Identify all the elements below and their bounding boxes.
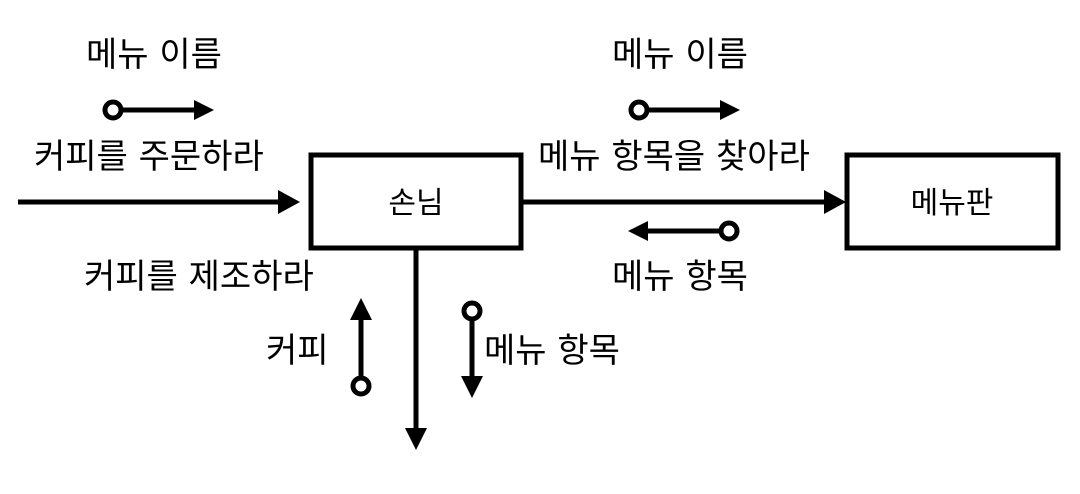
find-menu-item-label: 메뉴 항목을 찾아라 xyxy=(538,137,810,177)
order-param-data-icon xyxy=(102,99,124,121)
make-param-arrow-head xyxy=(461,376,483,398)
find-return-label: 메뉴 항목 xyxy=(612,257,748,297)
make-coffee-return-arrow-head xyxy=(350,298,372,320)
make-param-label: 메뉴 항목 xyxy=(484,331,620,371)
order-coffee-arrow-head xyxy=(278,190,300,214)
order-menu-name-param: 메뉴 이름 xyxy=(86,35,222,75)
order-coffee-label: 커피를 주문하라 xyxy=(34,137,264,177)
customer-object-label: 손님 xyxy=(388,186,443,221)
make-coffee-arrow-head xyxy=(405,428,427,450)
menu-object-label: 메뉴판 xyxy=(911,186,994,221)
find-return-arrow-head xyxy=(628,221,648,241)
find-menu-name-param: 메뉴 이름 xyxy=(612,35,748,75)
menu-object-box xyxy=(844,152,1061,251)
make-coffee-return-label: 커피 xyxy=(266,331,329,371)
make-coffee-label: 커피를 제조하라 xyxy=(84,257,314,297)
find-menu-item-arrow-head xyxy=(824,190,846,214)
order-param-arrow-head xyxy=(194,100,214,120)
find-return-data-icon xyxy=(718,220,740,242)
make-coffee-return-data-icon xyxy=(350,375,372,397)
find-param-arrow-head xyxy=(720,100,740,120)
find-param-data-icon xyxy=(628,99,650,121)
make-param-data-icon xyxy=(461,300,483,322)
